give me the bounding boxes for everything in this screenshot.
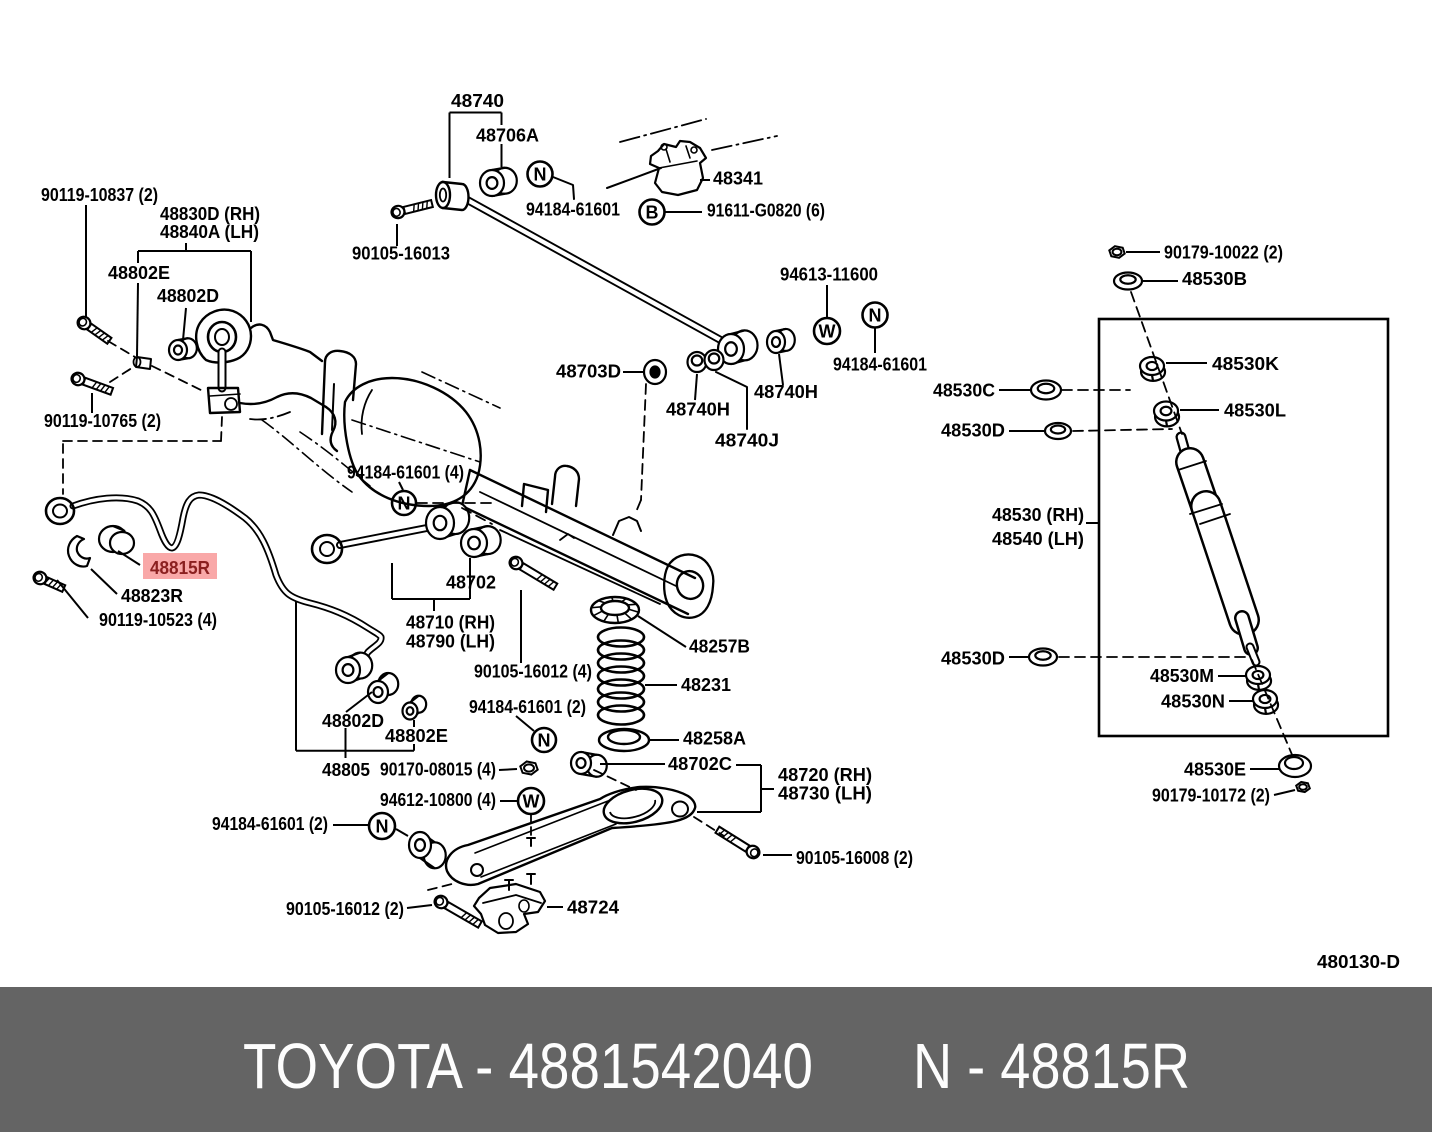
- svg-text:90170-08015 (4): 90170-08015 (4): [380, 760, 496, 780]
- svg-text:48530N: 48530N: [1161, 692, 1225, 712]
- svg-text:48740H: 48740H: [754, 382, 818, 402]
- svg-text:48258A: 48258A: [683, 729, 746, 749]
- svg-text:48530L: 48530L: [1224, 401, 1286, 421]
- svg-text:90119-10837 (2): 90119-10837 (2): [41, 185, 158, 205]
- svg-text:48724: 48724: [567, 898, 619, 918]
- svg-text:N: N: [538, 731, 551, 751]
- svg-text:48530K: 48530K: [1212, 354, 1279, 374]
- svg-text:48830D (RH): 48830D (RH): [160, 204, 260, 224]
- svg-text:48702C: 48702C: [668, 754, 732, 774]
- svg-text:48540 (LH): 48540 (LH): [992, 529, 1084, 549]
- svg-text:48805: 48805: [322, 760, 370, 780]
- svg-text:48706A: 48706A: [476, 126, 539, 146]
- svg-text:48257B: 48257B: [689, 637, 750, 657]
- svg-text:94612-10800 (4): 94612-10800 (4): [380, 790, 496, 810]
- svg-text:480130-D: 480130-D: [1317, 952, 1400, 972]
- svg-text:94184-61601 (2): 94184-61601 (2): [212, 814, 328, 834]
- svg-text:TOYOTA - 4881542040: TOYOTA - 4881542040: [243, 1030, 813, 1102]
- svg-text:48530E: 48530E: [1184, 760, 1246, 780]
- svg-text:48802D: 48802D: [322, 711, 384, 731]
- svg-text:90119-10523 (4): 90119-10523 (4): [99, 610, 217, 630]
- svg-text:48530 (RH): 48530 (RH): [992, 505, 1084, 525]
- svg-text:90179-10022 (2): 90179-10022 (2): [1164, 243, 1283, 263]
- svg-text:90119-10765 (2): 90119-10765 (2): [44, 411, 161, 431]
- svg-text:90105-16008 (2): 90105-16008 (2): [796, 848, 913, 868]
- svg-text:48710 (RH): 48710 (RH): [406, 613, 495, 633]
- svg-text:N: N: [869, 306, 882, 326]
- svg-text:91611-G0820 (6): 91611-G0820 (6): [707, 201, 825, 221]
- svg-text:48815R: 48815R: [150, 558, 210, 578]
- svg-text:48720 (RH): 48720 (RH): [778, 765, 872, 785]
- svg-text:48740J: 48740J: [715, 431, 779, 451]
- svg-text:94184-61601 (2): 94184-61601 (2): [469, 697, 586, 717]
- svg-text:94184-61601 (4): 94184-61601 (4): [347, 463, 464, 483]
- svg-text:48802D: 48802D: [157, 286, 219, 306]
- svg-text:48802E: 48802E: [108, 263, 170, 283]
- svg-text:90105-16013: 90105-16013: [352, 244, 450, 264]
- svg-text:W: W: [819, 322, 836, 342]
- svg-text:N: N: [398, 494, 411, 514]
- svg-text:48730 (LH): 48730 (LH): [778, 784, 872, 804]
- svg-text:48703D: 48703D: [556, 362, 621, 382]
- svg-text:48790 (LH): 48790 (LH): [406, 632, 495, 652]
- svg-text:48231: 48231: [681, 675, 731, 695]
- svg-text:94184-61601: 94184-61601: [526, 200, 620, 220]
- svg-text:90179-10172 (2): 90179-10172 (2): [1152, 786, 1270, 806]
- svg-text:N: N: [534, 165, 547, 185]
- svg-text:48823R: 48823R: [121, 586, 183, 606]
- svg-text:48341: 48341: [713, 169, 763, 189]
- svg-text:48840A (LH): 48840A (LH): [160, 222, 259, 242]
- svg-text:48802E: 48802E: [385, 726, 448, 746]
- svg-text:48530B: 48530B: [1182, 269, 1247, 289]
- svg-text:48530D: 48530D: [941, 421, 1005, 441]
- svg-text:94184-61601: 94184-61601: [833, 355, 927, 375]
- svg-text:48740H: 48740H: [666, 400, 730, 420]
- svg-text:90105-16012 (2): 90105-16012 (2): [286, 899, 404, 919]
- svg-text:48530C: 48530C: [933, 381, 995, 401]
- svg-text:90105-16012 (4): 90105-16012 (4): [474, 662, 592, 682]
- svg-text:48702: 48702: [446, 573, 496, 593]
- svg-text:N: N: [376, 817, 389, 837]
- svg-text:N - 48815R: N - 48815R: [913, 1030, 1190, 1102]
- svg-text:94613-11600: 94613-11600: [780, 265, 878, 285]
- svg-text:48740: 48740: [451, 91, 504, 111]
- svg-text:48530D: 48530D: [941, 649, 1005, 669]
- svg-text:B: B: [646, 203, 659, 223]
- svg-text:48530M: 48530M: [1150, 666, 1214, 686]
- svg-text:W: W: [523, 792, 540, 812]
